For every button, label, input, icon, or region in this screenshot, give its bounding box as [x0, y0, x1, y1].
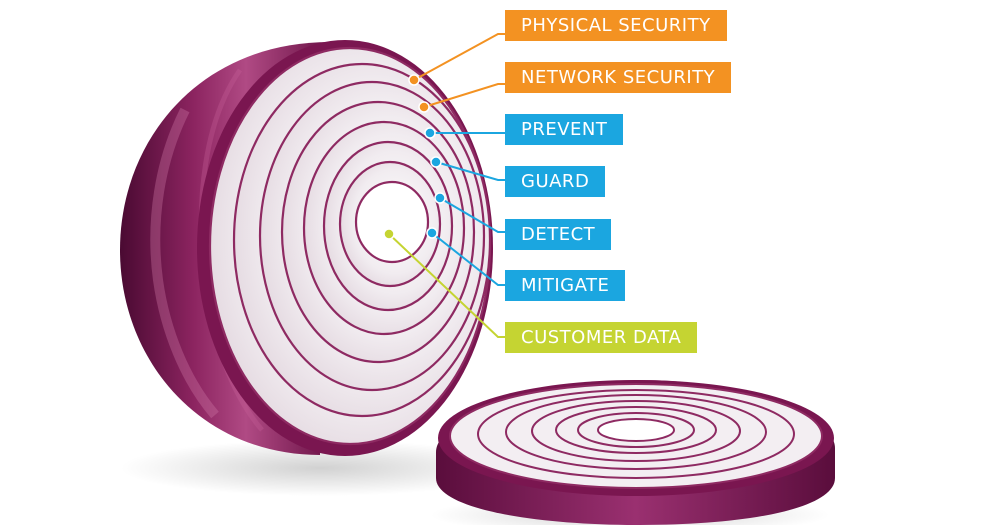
layer-label-network-security: NETWORK SECURITY — [505, 62, 732, 93]
leader-line — [439, 197, 505, 233]
onion-slice — [436, 380, 835, 525]
leader-line — [413, 33, 505, 81]
layer-label-detect: DETECT — [505, 219, 612, 250]
leader-dot — [424, 127, 436, 139]
slice-rings — [449, 383, 823, 489]
layer-label-mitigate: MITIGATE — [505, 270, 626, 301]
onion-rings — [208, 46, 492, 446]
layer-label-guard: GUARD — [505, 166, 606, 197]
leader-dot — [383, 228, 395, 240]
layer-label-physical-security: PHYSICAL SECURITY — [505, 10, 727, 41]
leader-dot — [434, 192, 446, 204]
slice-ring — [597, 418, 675, 442]
leader-line — [388, 233, 505, 338]
onion-shadow — [120, 440, 520, 496]
leader-dot — [418, 101, 430, 113]
leader-line — [423, 83, 505, 108]
onion-half — [120, 40, 493, 456]
leader-dot — [426, 227, 438, 239]
leader-line — [435, 161, 505, 181]
leader-line — [431, 232, 505, 286]
layer-label-customer-data: CUSTOMER DATA — [505, 322, 698, 353]
leader-lines — [383, 33, 505, 338]
layer-label-prevent: PREVENT — [505, 114, 624, 145]
leader-dot — [430, 156, 442, 168]
onion-ring — [354, 180, 430, 264]
leader-dot — [408, 74, 420, 86]
onion-skin-highlight — [150, 107, 219, 419]
